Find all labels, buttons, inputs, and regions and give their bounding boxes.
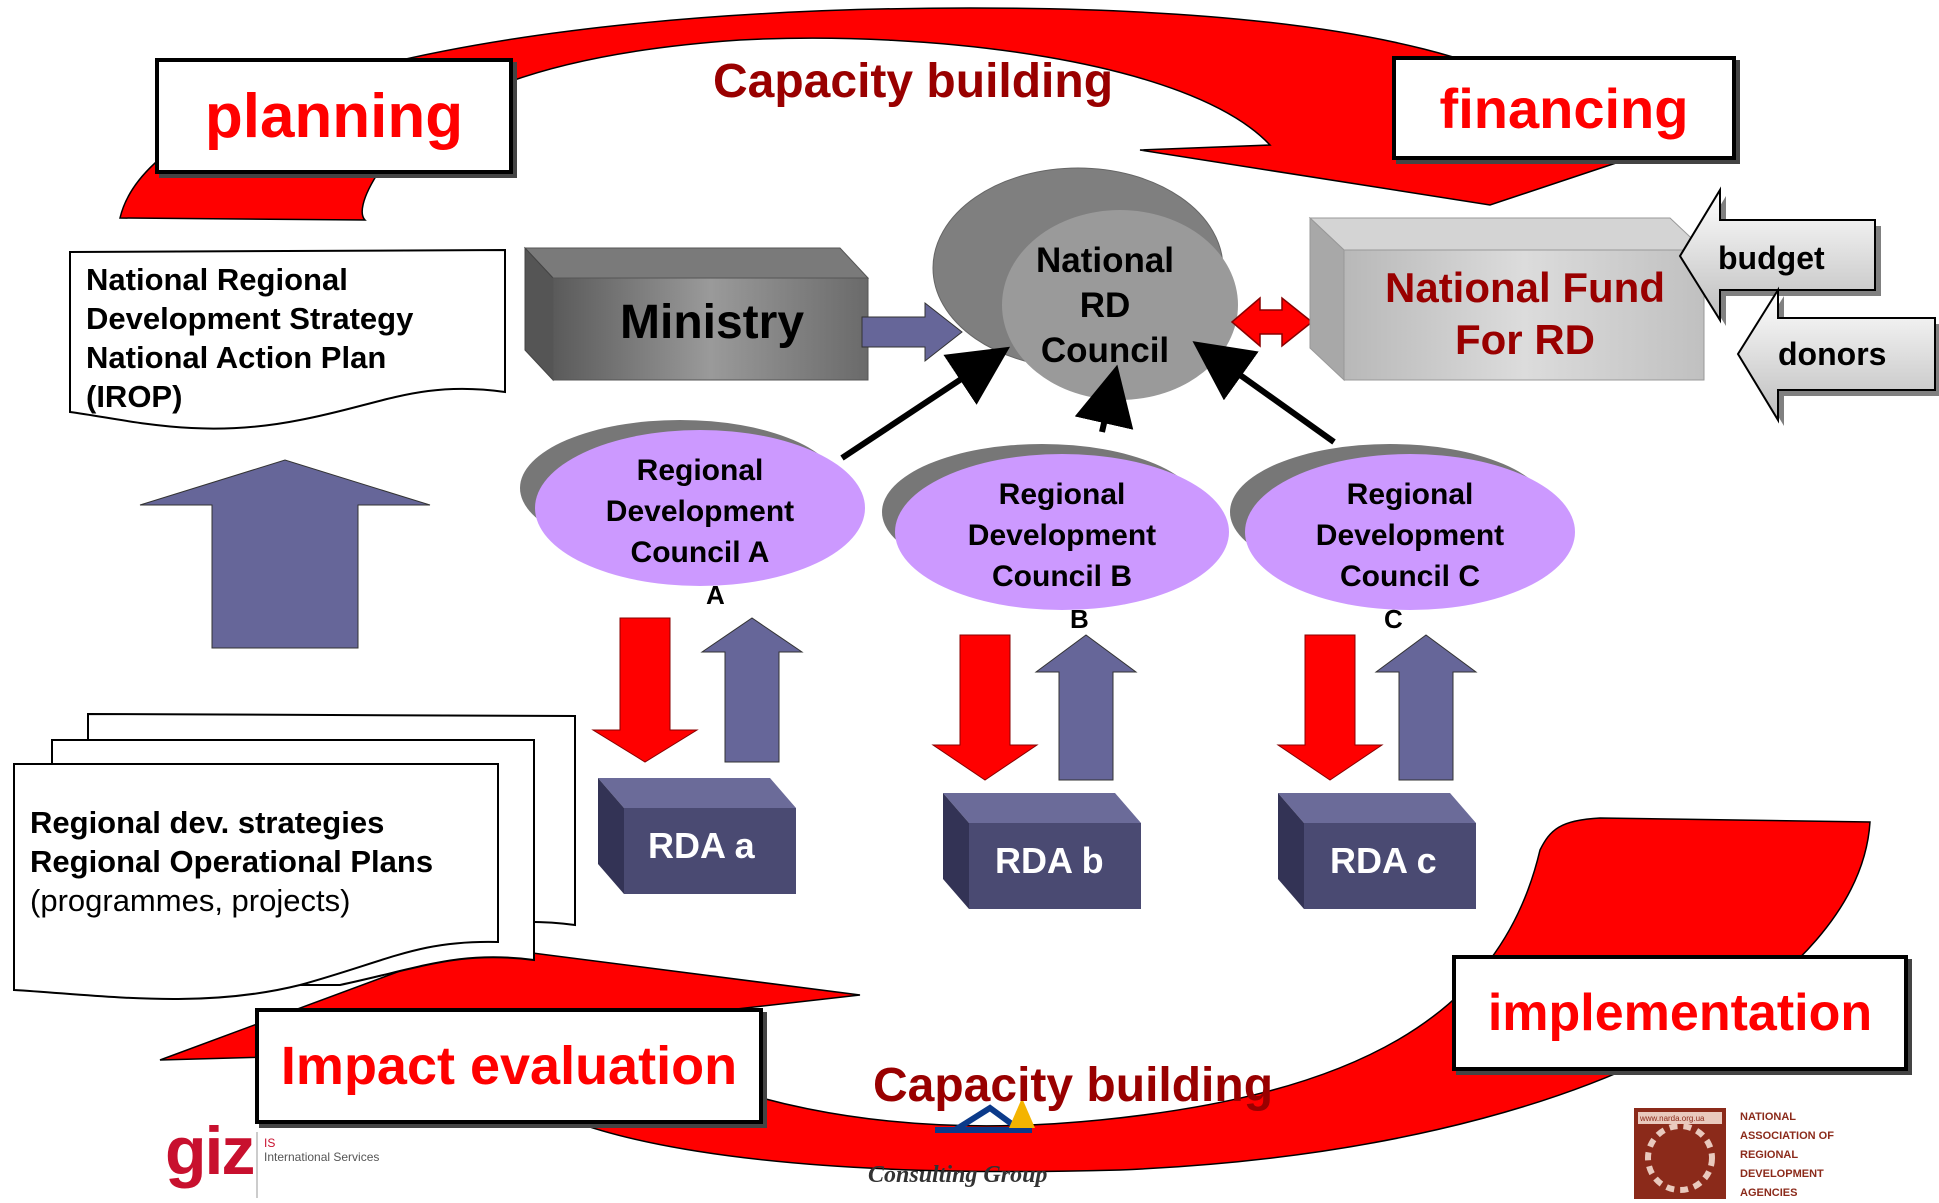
regional-plans-text: Regional dev. strategies Regional Operat… (30, 803, 433, 920)
council-fund-double-arrow (1230, 296, 1314, 348)
council-c-to-national-arrow (1192, 341, 1336, 445)
down-arrow-b (931, 634, 1039, 781)
down-arrow-c (1276, 634, 1384, 781)
national-council-line1: National (1035, 241, 1175, 280)
rdc-c-line2: Development (1315, 519, 1505, 552)
consulting-group-label: Consulting Group (868, 1162, 1048, 1188)
budget-label: budget (1718, 240, 1825, 276)
regional-plans-line1: Regional dev. strategies (30, 805, 385, 840)
regional-plans-line3: (programmes, projects) (30, 883, 351, 918)
national-fund-line1: National Fund (1385, 264, 1665, 311)
narda-line2: ASSOCIATION OF (1740, 1130, 1834, 1142)
national-council-line3: Council (1040, 331, 1170, 370)
rdc-a-line3: Council A (630, 536, 770, 569)
council-b-to-national-arrow (1074, 364, 1134, 433)
down-arrow-a (591, 617, 699, 763)
narda-line4: DEVELOPMENT (1740, 1168, 1824, 1180)
consulting-group-logo-mark (935, 1098, 1035, 1133)
national-fund-box (1308, 216, 1706, 382)
rda-box-b (943, 793, 1141, 909)
national-strategy-text: National Regional Development Strategy N… (86, 260, 413, 416)
rda-b-label: RDA b (995, 840, 1104, 881)
regional-plans-documents (13, 712, 576, 1001)
rdc-c-line1: Regional (1346, 478, 1474, 511)
rdc-a-line1: Regional (636, 454, 764, 487)
narda-url: www.narda.org.ua (1640, 1114, 1705, 1123)
narda-line1: NATIONAL (1740, 1111, 1797, 1123)
rdc-b-line2: Development (967, 519, 1157, 552)
national-strategy-line2: Development Strategy (86, 301, 414, 336)
regional-council-a (520, 420, 865, 586)
impact-evaluation-box: Impact evaluation (255, 1008, 763, 1124)
rdc-c-suffix: C (1384, 604, 1403, 634)
regional-council-c (1230, 444, 1575, 610)
up-arrow-a (700, 617, 804, 763)
rdc-b-line3: Council B (992, 560, 1132, 593)
national-strategy-line4: (IROP) (86, 379, 183, 414)
national-fund-label: National Fund For RD (1360, 262, 1690, 366)
planning-label: planning (204, 81, 464, 151)
national-council-label: National RD Council (1010, 238, 1200, 373)
national-strategy-line3: National Action Plan (86, 340, 387, 375)
national-strategy-line1: National Regional (86, 262, 348, 297)
national-council-line2: RD (1079, 286, 1131, 325)
rda-c-label: RDA c (1330, 840, 1437, 881)
donors-arrow (1736, 286, 1939, 426)
giz-logo: giz (165, 1113, 255, 1189)
financing-label: financing (1439, 76, 1689, 140)
narda-text: NATIONAL ASSOCIATION OF REGIONAL DEVELOP… (1740, 1108, 1834, 1203)
donors-label: donors (1778, 336, 1887, 372)
rda-box-c (1278, 793, 1476, 909)
ministry-label: Ministry (620, 296, 805, 349)
capacity-building-bottom-label: Capacity building (873, 1059, 1274, 1112)
ministry-box (523, 246, 870, 382)
impact-evaluation-label: Impact evaluation (280, 1036, 738, 1096)
implementation-box: implementation (1452, 955, 1908, 1071)
rdc-b-suffix: B (1070, 604, 1089, 634)
narda-line5: AGENCIES (1740, 1187, 1798, 1199)
regional-plans-line2: Regional Operational Plans (30, 844, 434, 879)
financing-box: financing (1392, 56, 1736, 160)
regional-council-b (882, 444, 1229, 610)
up-arrow-b (1034, 634, 1138, 781)
rdc-a-line2: Development (605, 495, 795, 528)
regional-council-a-label: Regional Development Council A (580, 450, 820, 573)
narda-logo-image (1634, 1108, 1726, 1199)
planning-box: planning (155, 58, 513, 174)
giz-line2: International Services (264, 1150, 380, 1164)
implementation-label: implementation (1487, 984, 1873, 1042)
council-a-to-national-arrow (840, 346, 1011, 461)
rdc-c-line3: Council C (1340, 560, 1480, 593)
capacity-building-top-label: Capacity building (713, 55, 1114, 108)
up-arrow-c (1374, 634, 1478, 781)
regional-council-b-label: Regional Development Council B (942, 474, 1182, 597)
ministry-to-council-arrow (861, 301, 963, 363)
rdc-a-suffix: A (706, 580, 725, 610)
rda-a-label: RDA a (648, 825, 755, 866)
upward-flow-arrow (139, 459, 431, 649)
rda-box-a (598, 778, 796, 894)
budget-arrow (1678, 186, 1881, 326)
regional-council-c-label: Regional Development Council C (1290, 474, 1530, 597)
rdc-b-line1: Regional (998, 478, 1126, 511)
narda-line3: REGIONAL (1740, 1149, 1799, 1161)
national-council-ellipse (932, 167, 1238, 400)
national-fund-line2: For RD (1455, 316, 1595, 363)
giz-line1: IS (264, 1136, 276, 1150)
national-strategy-document (69, 248, 506, 430)
